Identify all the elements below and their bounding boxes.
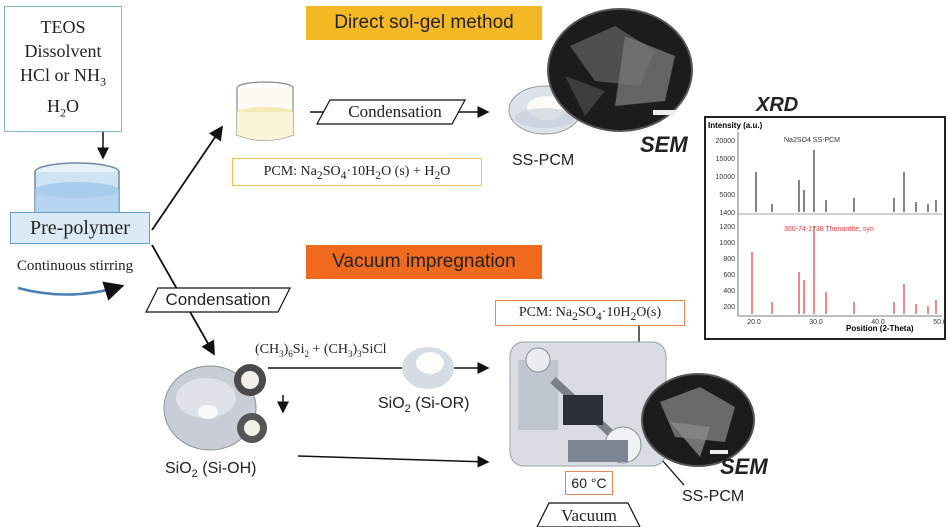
sspcm-vacuum-label: SS-PCM	[682, 488, 745, 505]
xrd-x-tick-label: 40.0	[871, 319, 885, 326]
pcm-vacuum-box: PCM: Na2SO4·10H2O(s)	[495, 300, 685, 326]
sspcm-direct-label: SS-PCM	[512, 152, 575, 169]
stirring-arrow-icon	[17, 281, 125, 301]
xrd-bottom-tick-label: 1200	[719, 224, 735, 231]
continuous-stirring-label: Continuous stirring	[16, 258, 134, 274]
xrd-legend-bottom: 300-74-1738 Thenardite, syn	[784, 226, 874, 233]
vacuum-frame	[536, 502, 641, 527]
xrd-ylabel: Intensity (a.u.)	[708, 121, 763, 130]
direct-method-title: Direct sol-gel method	[306, 6, 542, 40]
xrd-top-tick-label: 10000	[716, 174, 736, 181]
xrd-bottom-tick-label: 1000	[719, 240, 735, 247]
condensation-direct-label: Condensation	[348, 102, 442, 121]
condensation-direct-frame	[315, 99, 467, 125]
condensation-left-label: Condensation	[165, 290, 271, 309]
xrd-bottom-tick-label: 800	[723, 256, 735, 263]
xrd-chart: Intensity (a.u.) Na2SO4 SS-PCM 300-74-17…	[704, 116, 946, 340]
input-teos: TEOS	[40, 17, 86, 37]
temperature-box: 60 °C	[565, 471, 613, 495]
input-catalyst: HCl or NH3	[20, 65, 106, 89]
pcm-direct-box: PCM: Na2SO4·10H2O (s) + H2O	[232, 158, 482, 186]
inputs-box: TEOS Dissolvent HCl or NH3 H2O	[4, 6, 122, 132]
xrd-x-tick-label: 20.0	[747, 319, 761, 326]
sior-powder-icon	[402, 347, 454, 389]
input-water: H2O	[47, 95, 79, 120]
arrow-to-direct-method	[151, 125, 224, 231]
xrd-top-tick-label: 5000	[719, 192, 735, 199]
rotary-evaporator-photo	[509, 341, 667, 467]
input-dissolvent: Dissolvent	[24, 41, 102, 61]
vacuum-method-title: Vacuum impregnation	[306, 245, 542, 279]
xrd-bottom-tick-label: 200	[723, 304, 735, 311]
xrd-x-tick-label: 30.0	[809, 319, 823, 326]
condensation-left-frame	[145, 287, 291, 313]
xrd-title: XRD	[756, 94, 799, 116]
vacuum-label: Vacuum	[561, 506, 617, 525]
reagents-label: (CH3)6Si2 + (CH3)3SiCl	[255, 342, 387, 359]
sem-direct-label: SEM	[640, 132, 688, 157]
xrd-bottom-tick-label: 400	[723, 288, 735, 295]
sem-image-direct	[547, 8, 693, 132]
arrow-sioh-to-vacuum	[297, 455, 490, 468]
sioh-gel-icon	[163, 364, 267, 451]
xrd-bottom-tick-label: 600	[723, 272, 735, 279]
xrd-x-tick-label: 50.0	[933, 319, 946, 326]
xrd-top-tick-label: 1400	[719, 210, 735, 217]
xrd-top-tick-label: 20000	[716, 138, 736, 145]
sol-beaker-icon	[236, 81, 294, 142]
prepolymer-label: Pre-polymer	[10, 212, 150, 244]
xrd-legend-top: Na2SO4 SS-PCM	[784, 137, 840, 144]
sioh-label: SiO2 (Si-OH)	[165, 460, 257, 481]
xrd-top-tick-label: 15000	[716, 156, 736, 163]
sem-vacuum-label: SEM	[720, 454, 768, 479]
sior-label: SiO2 (Si-OR)	[378, 395, 470, 416]
xrd-xlabel: Position (2-Theta)	[846, 324, 914, 333]
sem-image-vacuum	[641, 373, 755, 467]
